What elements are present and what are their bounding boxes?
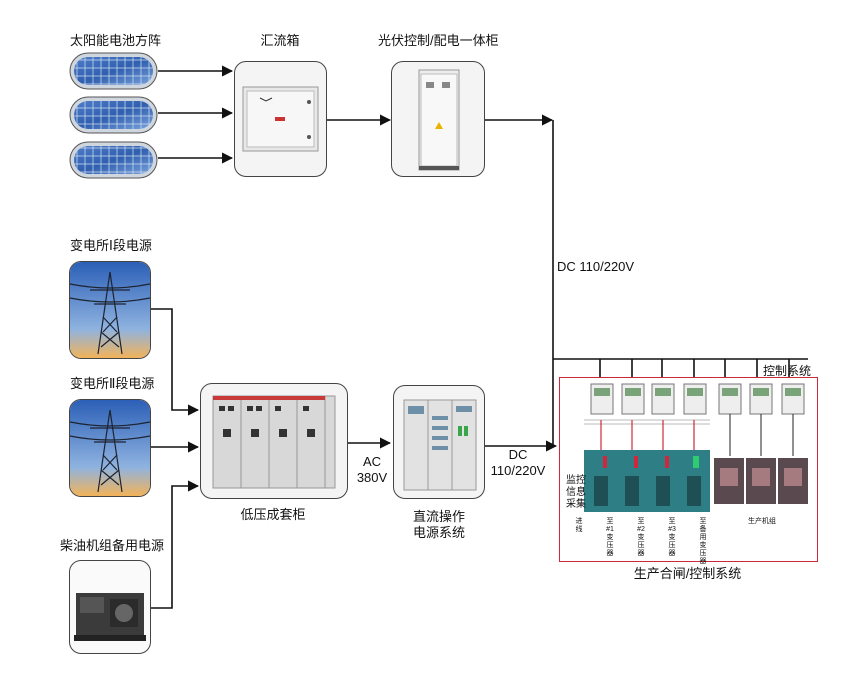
pv-cabinet-label: 光伏控制/配电一体柜 [378,33,499,48]
feeder-char: 变 [699,542,707,549]
diesel-label: 柴油机组备用电源 [60,538,165,553]
combiner-box-icon [242,86,319,152]
feeder-char: 用 [699,534,707,541]
feeder-char: 至 [668,518,676,525]
feeder-char: 压 [668,542,676,549]
low-voltage-label: 低压成套柜 [240,507,306,522]
diesel-image [69,560,151,654]
production-machine-label: 生产机组 [748,518,776,525]
dc-out-label-1: DC [508,447,528,462]
feeder-char: 线 [575,526,583,533]
solar-panels [69,52,158,179]
substation-1-to-lv-arrow [150,308,200,416]
power-tower-icon [70,400,150,496]
solar-panel-1 [69,52,158,90]
monitor-label-1: 监控 [566,475,586,486]
solar-panel-3 [69,141,158,179]
ac-label-2: 380V [356,470,388,485]
pv-cabinet-icon [418,69,460,171]
feeder-char: #3 [668,526,676,533]
monitor-label-3: 采集 [566,499,586,510]
diesel-generator-icon [74,593,146,641]
feeder-label-5: 至备用变压器 [698,518,708,566]
feeder-char: 压 [606,542,614,549]
feeder-char: 器 [699,558,707,565]
dc-system-label-2: 电源系统 [412,525,465,540]
dc-out-label-2: 110/220V [490,463,546,478]
control-system-label: 控制系统 [763,364,812,378]
dc-bus-label: DC 110/220V [557,259,635,274]
feeder-char: 至 [606,518,614,525]
power-tower-icon [70,262,150,358]
dc-system-label-1: 直流操作 [412,509,465,524]
feeder-char: 变 [606,534,614,541]
feeder-char: 器 [668,550,676,557]
feeder-char: 至 [637,518,645,525]
feeder-char: 器 [606,550,614,557]
feeder-label-1: 进线 [574,518,584,534]
feeder-char: 至 [699,518,707,525]
low-voltage-cabinet [200,383,348,499]
dc-power-cabinet [393,385,485,499]
substation-2-label: 变电所Ⅱ段电源 [70,376,155,391]
feeder-char: 变 [637,534,645,541]
feeder-char: 变 [668,534,676,541]
production-panels [584,383,808,512]
ac-label-1: AC [362,454,382,469]
combiner-box-label: 汇流箱 [260,33,300,48]
feeder-char: 压 [699,550,707,557]
substation-1-label: 变电所Ⅰ段电源 [70,238,152,253]
feeder-char: 器 [637,550,645,557]
solar-panel-2 [69,96,158,134]
feeder-char: 压 [637,542,645,549]
combiner-box [234,61,327,177]
pv-cabinet [391,61,485,177]
feeder-char: #2 [637,526,645,533]
production-system-label: 生产合闸/控制系统 [633,566,742,581]
diesel-to-lv-arrow [150,480,200,609]
feeder-char: #1 [606,526,614,533]
feeder-char: 进 [575,518,583,525]
feeder-char: 备 [699,526,707,533]
substation-2-image [69,399,151,497]
solar-array-label: 太阳能电池方阵 [70,33,162,48]
lv-cabinet-icon [212,395,336,489]
dc-cabinet-icon [403,399,477,491]
monitor-label-2: 信息 [566,487,586,498]
substation-1-image [69,261,151,359]
